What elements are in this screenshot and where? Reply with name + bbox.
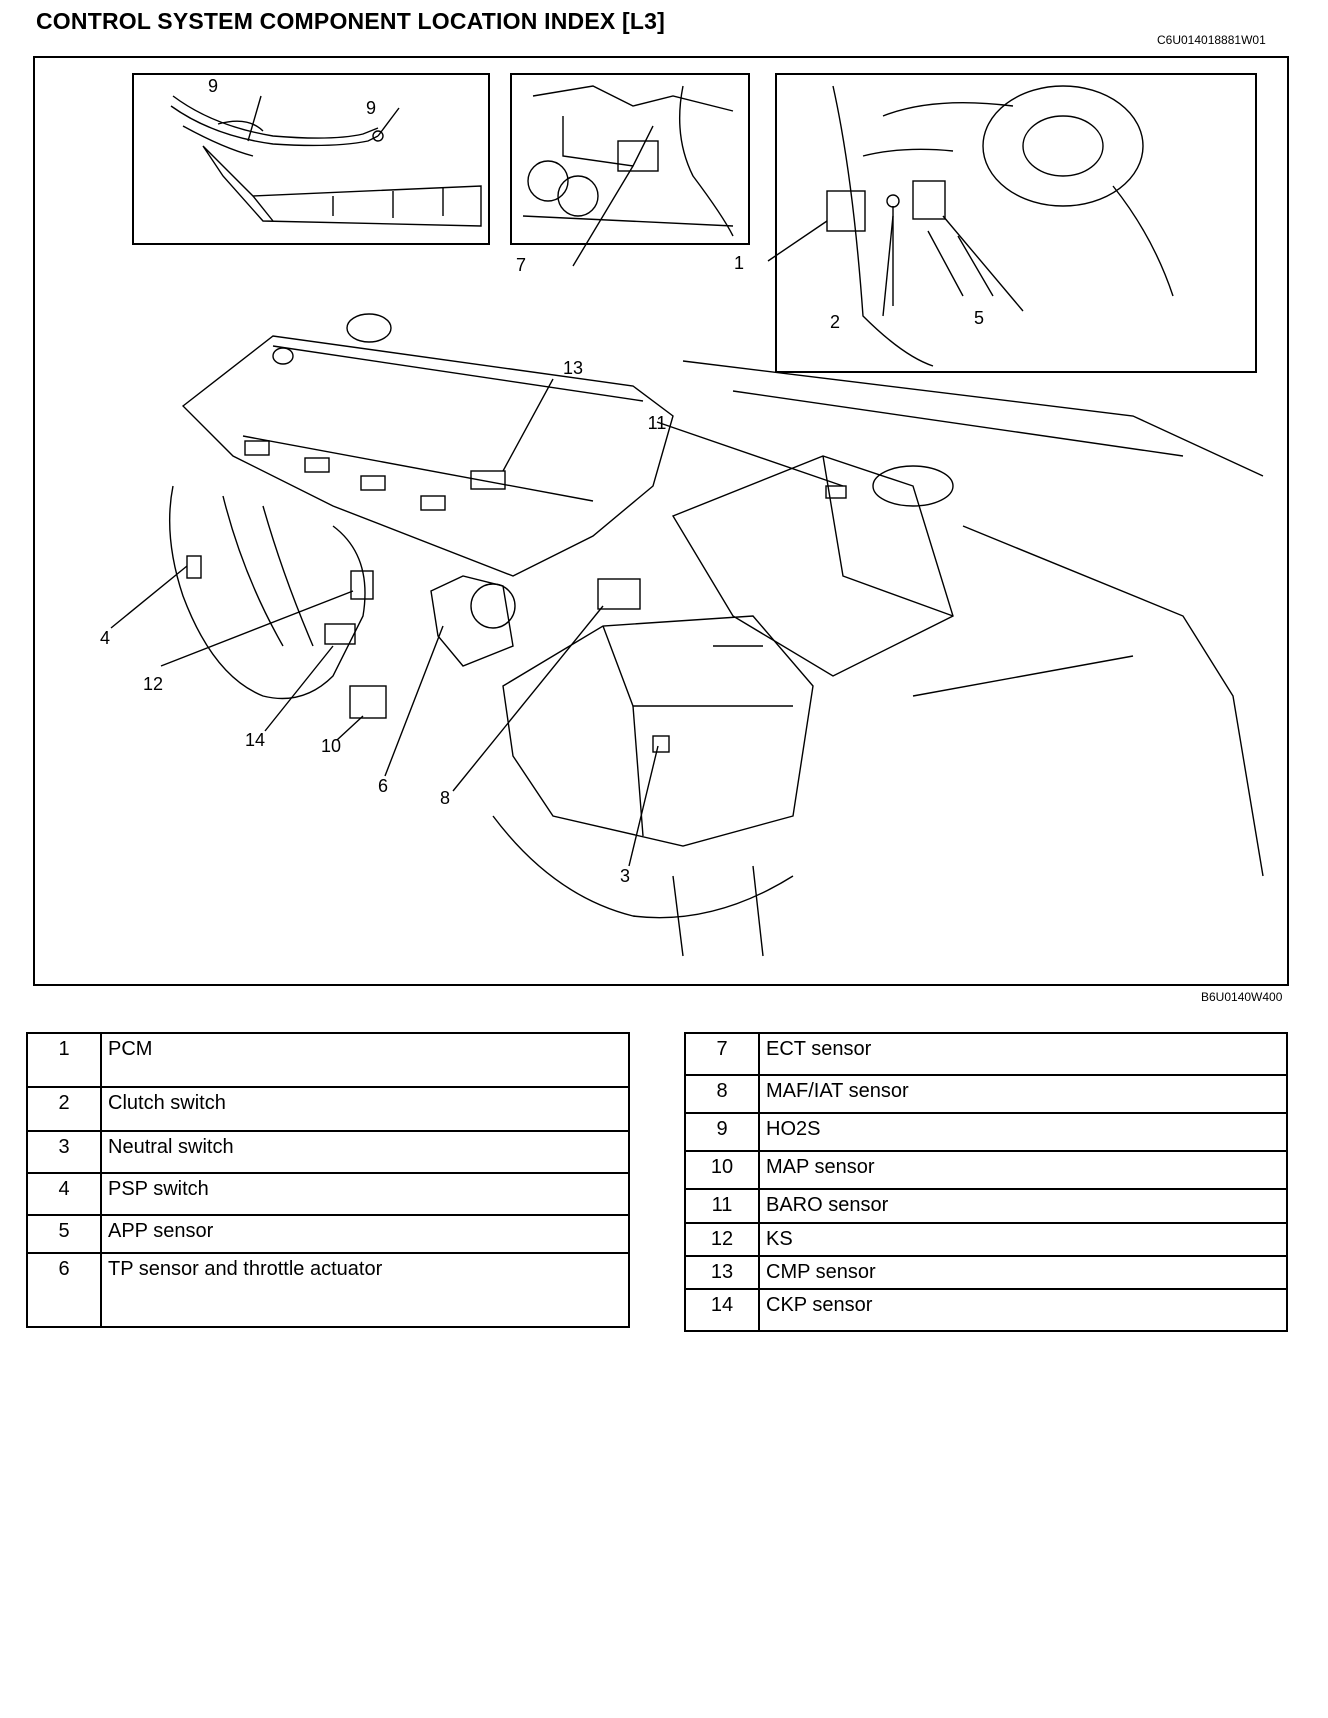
component-location-figure: 9 9 7 1 2 5 13 11 4 12 14 10 6 8 3 — [33, 56, 1289, 986]
map-sensor-shape — [349, 685, 387, 719]
callout-12: 12 — [142, 674, 164, 694]
legend-name: ECT sensor — [758, 1032, 1288, 1076]
legend-row: 9 HO2S — [684, 1112, 1288, 1152]
legend-name: HO2S — [758, 1112, 1288, 1152]
legend-number: 14 — [684, 1288, 760, 1332]
legend-table-left: 1 PCM 2 Clutch switch 3 Neutral switch 4… — [26, 1032, 630, 1328]
legend-number: 9 — [684, 1112, 760, 1152]
engine-bay-illustration — [33, 56, 1289, 986]
legend-name: PSP switch — [100, 1172, 630, 1216]
callout-11: 11 — [647, 413, 667, 433]
legend-row: 8 MAF/IAT sensor — [684, 1074, 1288, 1114]
legend-row: 2 Clutch switch — [26, 1086, 630, 1132]
legend-name: APP sensor — [100, 1214, 630, 1254]
inset-ho2s-frame — [132, 73, 490, 245]
legend-row: 12 KS — [684, 1222, 1288, 1257]
callout-4: 4 — [99, 628, 111, 648]
legend-name: CMP sensor — [758, 1255, 1288, 1290]
callout-7: 7 — [515, 255, 527, 275]
legend-name: MAP sensor — [758, 1150, 1288, 1190]
legend-name: KS — [758, 1222, 1288, 1257]
legend-name: TP sensor and throttle actuator — [100, 1252, 630, 1328]
callout-2: 2 — [829, 312, 841, 332]
legend-number: 4 — [26, 1172, 102, 1216]
page-title: CONTROL SYSTEM COMPONENT LOCATION INDEX … — [36, 8, 665, 34]
legend-number: 2 — [26, 1086, 102, 1132]
maf-sensor-shape — [597, 578, 641, 610]
legend-number: 6 — [26, 1252, 102, 1328]
legend-table-right: 7 ECT sensor 8 MAF/IAT sensor 9 HO2S 10 … — [684, 1032, 1288, 1332]
callout-9-left: 9 — [207, 76, 219, 96]
ho2s-inset-drawing — [170, 95, 482, 227]
legend-number: 8 — [684, 1074, 760, 1114]
callout-13: 13 — [562, 358, 584, 378]
legend-row: 14 CKP sensor — [684, 1288, 1288, 1332]
legend-row: 4 PSP switch — [26, 1172, 630, 1216]
legend-row: 1 PCM — [26, 1032, 630, 1088]
ks-shape — [350, 570, 374, 600]
psp-switch-shape — [186, 555, 202, 579]
figure-code-top: C6U014018881W01 — [1157, 33, 1266, 47]
legend-row: 5 APP sensor — [26, 1214, 630, 1254]
cmp-sensor-shape — [470, 470, 506, 490]
callout-10: 10 — [320, 736, 342, 756]
legend-number: 3 — [26, 1130, 102, 1174]
ect-inset-drawing — [522, 85, 734, 267]
callout-6: 6 — [377, 776, 389, 796]
legend-row: 7 ECT sensor — [684, 1032, 1288, 1076]
baro-sensor-shape — [825, 485, 847, 499]
callout-1: 1 — [733, 253, 745, 273]
neutral-switch-shape — [652, 735, 670, 753]
legend-number: 7 — [684, 1032, 760, 1076]
legend-number: 1 — [26, 1032, 102, 1088]
engine-drawing — [110, 313, 1264, 957]
legend-number: 13 — [684, 1255, 760, 1290]
cabin-inset-drawing — [767, 85, 1174, 367]
legend-number: 12 — [684, 1222, 760, 1257]
callout-3: 3 — [619, 866, 631, 886]
callout-14: 14 — [244, 730, 266, 750]
figure-code-bottom: B6U0140W400 — [1201, 990, 1283, 1004]
figure-frame — [33, 56, 1289, 986]
inset-ect-frame — [510, 73, 750, 245]
legend-name: CKP sensor — [758, 1288, 1288, 1332]
legend-name: BARO sensor — [758, 1188, 1288, 1224]
ckp-sensor-shape — [324, 623, 356, 645]
legend-name: Clutch switch — [100, 1086, 630, 1132]
callout-8: 8 — [439, 788, 451, 808]
legend-row: 13 CMP sensor — [684, 1255, 1288, 1290]
legend-name: Neutral switch — [100, 1130, 630, 1174]
legend-row: 11 BARO sensor — [684, 1188, 1288, 1224]
legend-name: PCM — [100, 1032, 630, 1088]
legend-number: 5 — [26, 1214, 102, 1254]
legend-number: 10 — [684, 1150, 760, 1190]
legend-number: 11 — [684, 1188, 760, 1224]
legend-row: 6 TP sensor and throttle actuator — [26, 1252, 630, 1328]
legend-row: 3 Neutral switch — [26, 1130, 630, 1174]
legend-row: 10 MAP sensor — [684, 1150, 1288, 1190]
callout-5: 5 — [973, 308, 985, 328]
legend-name: MAF/IAT sensor — [758, 1074, 1288, 1114]
callout-9-right: 9 — [365, 98, 377, 118]
inset-cabin-frame — [775, 73, 1257, 373]
